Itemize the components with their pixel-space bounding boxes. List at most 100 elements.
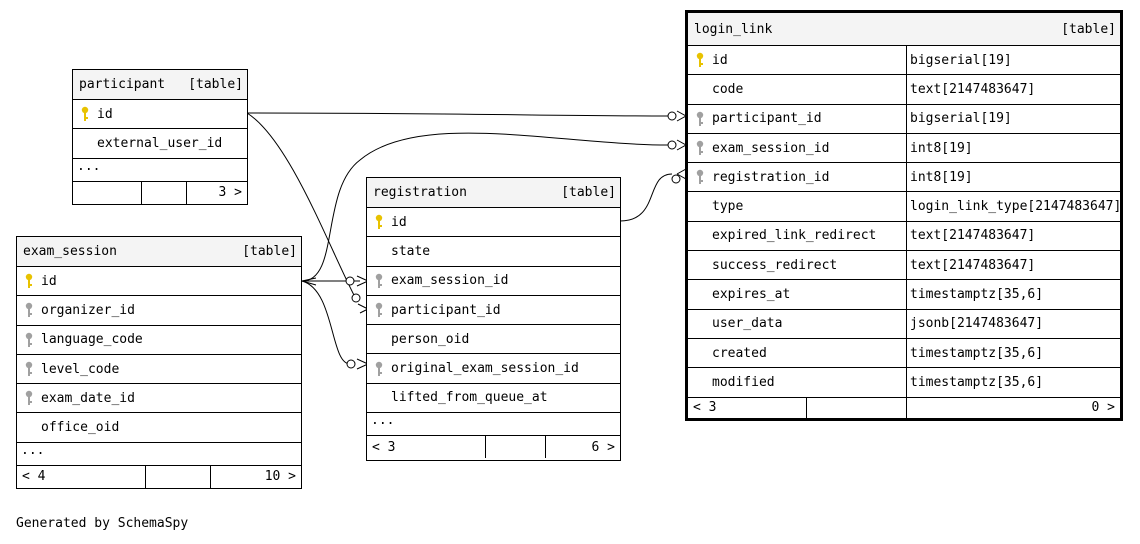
column-type: timestamptz[35,6] <box>906 280 1120 309</box>
column-row[interactable]: original_exam_session_id <box>367 354 620 384</box>
column-name: code <box>712 81 744 97</box>
column-name: language_code <box>41 332 143 348</box>
column-row[interactable]: success_redirect text[2147483647] <box>688 251 1120 281</box>
column-name-cell: exam_date_id <box>17 384 135 412</box>
column-row[interactable]: person_oid <box>367 325 620 355</box>
column-name-cell: person_oid <box>367 325 469 353</box>
primary-key-icon <box>692 52 708 68</box>
column-type: text[2147483647] <box>906 251 1120 280</box>
foreign-key-icon <box>692 169 708 185</box>
column-type: bigserial[19] <box>906 104 1120 133</box>
column-name: lifted_from_queue_at <box>391 390 548 406</box>
footer-parents: < 4 <box>22 469 46 485</box>
column-row[interactable]: modified timestamptz[35,6] <box>688 368 1120 398</box>
column-name: created <box>712 345 767 361</box>
foreign-key-icon <box>21 302 37 318</box>
foreign-key-icon <box>21 390 37 406</box>
column-row[interactable]: external_user_id <box>73 129 247 159</box>
column-name: organizer_id <box>41 302 135 318</box>
column-row[interactable]: code text[2147483647] <box>688 75 1120 105</box>
column-row[interactable]: office_oid <box>17 413 301 443</box>
column-row[interactable]: organizer_id <box>17 296 301 326</box>
column-row[interactable]: exam_date_id <box>17 384 301 414</box>
footer-parents: < 3 <box>372 439 396 455</box>
column-name: expired_link_redirect <box>712 228 877 244</box>
column-row[interactable]: exam_session_id <box>367 267 620 296</box>
footer-blank <box>485 436 545 459</box>
column-name: id <box>712 52 728 68</box>
column-name-cell: success_redirect <box>688 251 906 279</box>
column-type: int8[19] <box>906 163 1120 192</box>
column-name: state <box>391 243 431 259</box>
foreign-key-icon <box>371 302 387 318</box>
column-name-cell: expired_link_redirect <box>688 222 906 250</box>
column-name-cell: modified <box>688 368 906 396</box>
column-name-cell: organizer_id <box>17 296 135 324</box>
foreign-key-icon <box>692 111 708 127</box>
column-name-cell: type <box>688 192 906 220</box>
column-name-cell: id <box>73 100 113 128</box>
column-name: original_exam_session_id <box>391 361 579 377</box>
column-name: modified <box>712 374 775 390</box>
column-name-cell: code <box>688 75 906 103</box>
column-row[interactable]: id <box>17 267 301 297</box>
column-name-cell: lifted_from_queue_at <box>367 384 548 412</box>
footer-blank <box>806 397 906 418</box>
column-name: success_redirect <box>712 257 838 273</box>
table-kind: [table] <box>188 77 243 92</box>
footer-children: 3 > <box>186 181 247 204</box>
edge-exam-session-to-registration-original <box>301 280 351 365</box>
column-name-cell: state <box>367 237 430 265</box>
column-name: exam_date_id <box>41 390 135 406</box>
column-type: text[2147483647] <box>906 75 1120 104</box>
footer-children: 6 > <box>545 436 620 459</box>
column-row[interactable]: lifted_from_queue_at <box>367 384 620 414</box>
column-type: timestamptz[35,6] <box>906 368 1120 397</box>
column-row[interactable]: id <box>367 208 620 238</box>
table-name: login_link <box>694 21 773 37</box>
column-row[interactable]: participant_id <box>367 296 620 326</box>
column-list: id external_user_id <box>73 100 247 159</box>
column-row[interactable]: expired_link_redirect text[2147483647] <box>688 221 1120 252</box>
column-name-cell: participant_id <box>367 296 501 324</box>
footer-children: 0 > <box>906 397 1120 418</box>
column-name-cell: office_oid <box>17 413 119 441</box>
column-name: office_oid <box>41 420 120 436</box>
column-type: timestamptz[35,6] <box>906 338 1120 368</box>
column-name-cell: participant_id <box>688 105 906 133</box>
column-name: id <box>97 106 113 122</box>
foreign-key-icon <box>371 361 387 377</box>
table-header: exam_session [table] <box>17 237 301 267</box>
column-name: exam_session_id <box>712 140 830 156</box>
column-row[interactable]: state <box>367 237 620 267</box>
column-row[interactable]: expires_at timestamptz[35,6] <box>688 280 1120 310</box>
table-name: registration <box>373 185 467 200</box>
footer-parents: < 3 <box>693 400 717 416</box>
column-name-cell: level_code <box>17 355 119 383</box>
column-name: expires_at <box>712 287 791 303</box>
table-footer: < 3 6 > <box>367 436 620 459</box>
primary-key-icon <box>371 214 387 230</box>
column-row[interactable]: created timestamptz[35,6] <box>688 338 1120 369</box>
column-row[interactable]: id <box>73 100 247 130</box>
column-name-cell: original_exam_session_id <box>367 354 579 382</box>
column-name: level_code <box>41 361 120 377</box>
column-row[interactable]: level_code <box>17 355 301 385</box>
column-name: user_data <box>712 316 783 332</box>
column-row[interactable]: language_code <box>17 326 301 355</box>
column-name: person_oid <box>391 331 470 347</box>
column-type: text[2147483647] <box>906 221 1120 251</box>
